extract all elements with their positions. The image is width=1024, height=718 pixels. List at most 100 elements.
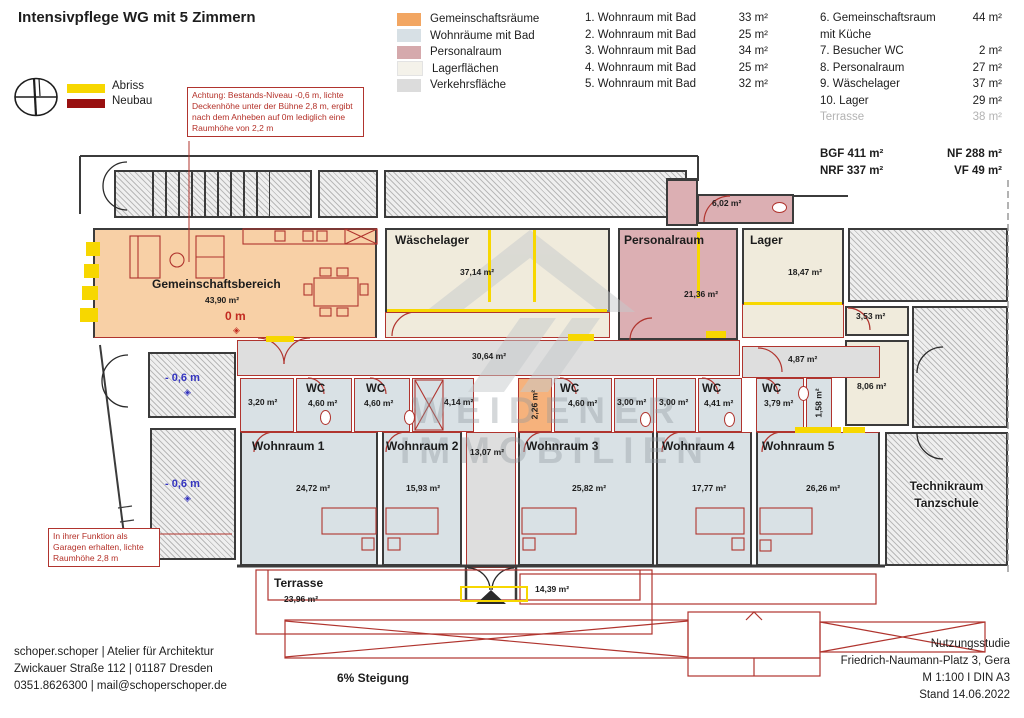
area-waeschelager: 37,14 m² xyxy=(460,267,495,277)
area-corridor-middle: 13,07 m² xyxy=(470,447,505,457)
abriss-steps-outline xyxy=(460,586,528,602)
abriss-mark xyxy=(82,286,98,300)
level-marker-icon: ◈ xyxy=(184,387,191,397)
label-lager: Lager xyxy=(750,233,783,247)
legend-row-wohnraeume: Wohnräume mit Bad xyxy=(397,29,535,43)
legend-label-lager: Lagerflächen xyxy=(432,62,499,75)
existing-area-mid-right xyxy=(912,306,1008,428)
room-wohnraum-2 xyxy=(382,432,462,566)
legend-swatch-lager xyxy=(397,61,423,76)
area-schacht-414: 4,14 m² xyxy=(444,397,474,407)
roomlist2-area-6: 44 m² xyxy=(972,12,1002,24)
legend-swatch-personalraum xyxy=(397,45,421,59)
room-technikraum xyxy=(885,432,1008,566)
legend-swatch-verkehr xyxy=(397,78,421,92)
legend-abriss-label: Abriss xyxy=(112,80,144,92)
area-abstell-353: 3,53 m² xyxy=(856,311,886,321)
room-wc-3 xyxy=(554,378,612,432)
legend-row-gemeinschaft: Gemeinschaftsräume xyxy=(397,12,539,26)
room-wohnraum-5 xyxy=(756,432,880,566)
roomlist2-area-9: 37 m² xyxy=(972,78,1002,90)
page-title: Intensivpflege WG mit 5 Zimmern xyxy=(18,9,256,26)
level-zero: 0 m xyxy=(225,309,246,323)
area-abstell-806: 8,06 m² xyxy=(857,381,887,391)
level-marker-icon: ◈ xyxy=(184,493,191,503)
area-corridor-side: 4,87 m² xyxy=(788,354,818,364)
footer-address: Zwickauer Straße 112 | 01187 Dresden xyxy=(14,663,213,675)
area-lager: 18,47 m² xyxy=(788,267,823,277)
room-wc-5 xyxy=(756,378,804,432)
room-wc-2 xyxy=(354,378,410,432)
legend-neubau-label: Neubau xyxy=(112,95,153,107)
legend-label-wohnraeume: Wohnräume mit Bad xyxy=(430,29,535,42)
label-wc-5: WC xyxy=(762,383,782,395)
room-abstell-353 xyxy=(845,306,909,336)
abriss-mark xyxy=(84,264,99,278)
label-wohnraum-5: Wohnraum 5 xyxy=(762,439,835,453)
label-technikraum-2: Tanzschule xyxy=(914,496,979,510)
area-wohnraum-5: 26,26 m² xyxy=(806,483,841,493)
room-lager xyxy=(742,228,844,304)
label-waeschelager: Wäschelager xyxy=(395,233,470,247)
roomlist1-area-1: 33 m² xyxy=(738,12,768,24)
area-wohnraum-1: 24,72 m² xyxy=(296,483,331,493)
room-wc-4 xyxy=(698,378,742,432)
legend-label-personalraum: Personalraum xyxy=(430,46,502,58)
area-personalraum: 21,36 m² xyxy=(684,289,719,299)
area-bad-320: 3,20 m² xyxy=(248,397,278,407)
roomlist2-name-8: 8. Personalraum xyxy=(820,61,905,74)
roomlist1-area-5: 32 m² xyxy=(738,78,768,90)
garage-note: In ihrer Funktion als Garagen erhalten, … xyxy=(48,528,160,568)
label-gemeinschaftsbereich: Gemeinschaftsbereich xyxy=(152,277,281,291)
area-wohnraum-2: 15,93 m² xyxy=(406,483,441,493)
label-personalraum: Personalraum xyxy=(624,233,705,247)
area-terrasse: 23,96 m² xyxy=(284,594,319,604)
legend-abriss-swatch xyxy=(67,84,105,93)
legend-neubau-swatch xyxy=(67,99,105,108)
area-besucher-wc: 6,02 m² xyxy=(712,198,742,208)
abriss-mark xyxy=(86,242,100,256)
room-lager-vorraum xyxy=(742,304,844,338)
level-marker-icon: ◈ xyxy=(233,325,240,335)
level-minus-2: - 0,6 m xyxy=(165,478,200,490)
room-wohnraum-1 xyxy=(240,432,378,566)
area-wc-2: 4,60 m² xyxy=(364,398,394,408)
watermark-line-2: IMMOBILIEN xyxy=(400,430,712,471)
footer-date: Stand 14.06.2022 xyxy=(919,689,1010,701)
label-ramp: 6% Steigung xyxy=(337,671,410,685)
legend-swatch-gemeinschaft xyxy=(397,12,421,26)
total-vf: VF 49 m² xyxy=(954,165,1002,177)
roomlist2-name-9: 9. Wäschelager xyxy=(820,78,900,90)
legend-row-lager: Lagerflächen xyxy=(397,61,499,76)
area-bad-158: 1,58 m² xyxy=(813,388,824,418)
room-personalraum xyxy=(618,228,738,340)
label-wc-3: WC xyxy=(560,383,580,395)
footer-study-type: Nutzungsstudie xyxy=(930,638,1010,650)
room-bad-320 xyxy=(240,378,294,432)
stage-band-2 xyxy=(318,170,378,218)
roomlist2-area-10: 29 m² xyxy=(972,94,1002,107)
roomlist2-area-terrasse: 38 m² xyxy=(972,111,1002,123)
roomlist2-name-7: 7. Besucher WC xyxy=(820,45,904,57)
area-aufzug-226: 2,26 m² xyxy=(529,390,540,420)
toilet-icon xyxy=(798,386,809,401)
stage-band-stairs xyxy=(114,170,312,218)
area-bad-300b: 3,00 m² xyxy=(659,397,689,407)
footer-scale: M 1:100 I DIN A3 xyxy=(922,672,1010,684)
legend-label-gemeinschaft: Gemeinschaftsräume xyxy=(430,13,540,25)
label-wc-4: WC xyxy=(702,383,722,395)
label-wohnraum-1: Wohnraum 1 xyxy=(252,439,325,453)
area-wc-5: 3,79 m² xyxy=(764,398,794,408)
stage-band-3 xyxy=(384,170,687,218)
label-wc-1: WC xyxy=(306,383,326,395)
watermark-line-1: WEIDENER xyxy=(412,390,684,431)
room-wohnraum-3 xyxy=(518,432,654,566)
garage-2 xyxy=(150,428,236,560)
legend-swatch-wohnraeume xyxy=(397,29,421,42)
label-terrasse: Terrasse xyxy=(274,576,324,590)
total-nf: NF 288 m² xyxy=(947,148,1002,160)
room-besucher-wc xyxy=(697,194,794,224)
room-wohnraum-4 xyxy=(656,432,752,566)
